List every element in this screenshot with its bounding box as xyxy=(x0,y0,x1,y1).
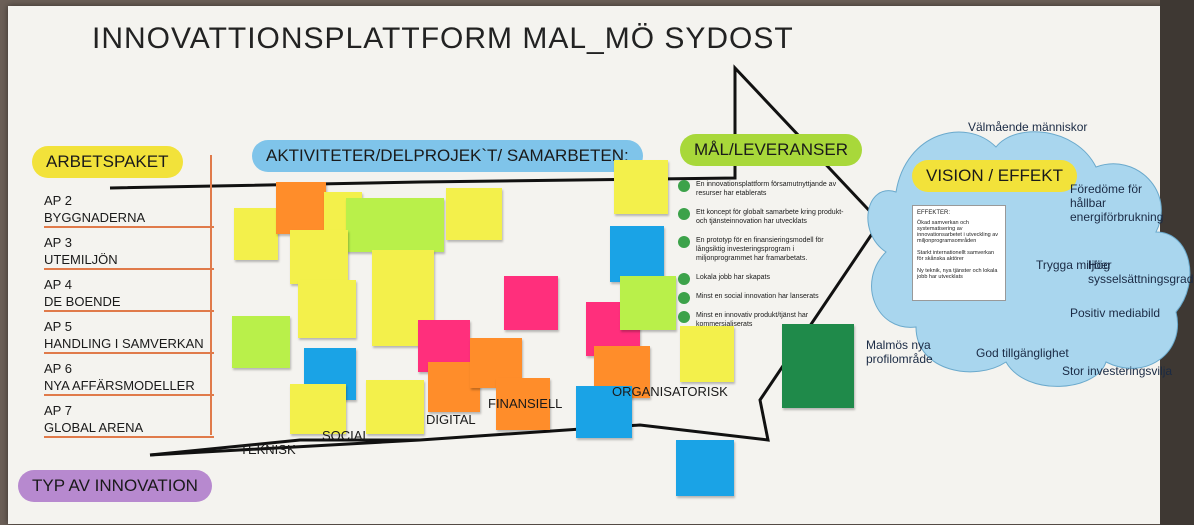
sticky-note xyxy=(232,316,290,368)
sticky-note xyxy=(298,280,356,338)
innovation-type: DIGITAL xyxy=(426,412,476,427)
goal-item: Ett koncept för globalt samarbete kring … xyxy=(678,208,848,226)
sticky-note xyxy=(676,440,734,496)
sticky-note xyxy=(680,326,734,382)
innovation-type: ORGANISATORISK xyxy=(612,384,728,399)
arbetspaket-label: ARBETSPAKET xyxy=(32,146,183,178)
effekter-box: EFFEKTER: Ökad samverkan och systematise… xyxy=(912,205,1006,301)
cloud-text: Hög sysselsättningsgrad xyxy=(1088,258,1194,286)
cloud-text: Föredöme för hållbar energiförbrukning xyxy=(1070,182,1164,224)
sticky-note xyxy=(234,208,278,260)
sticky-note xyxy=(496,378,550,430)
sticky-note xyxy=(614,160,668,214)
cloud-text: Välmående människor xyxy=(968,120,1088,134)
sticky-note xyxy=(576,386,632,438)
goal-item: Minst en innovativ produkt/tjänst har ko… xyxy=(678,311,848,329)
cloud-text: Trygga miljöer xyxy=(1036,258,1112,272)
goal-item: En innovationsplattform församutnyttjand… xyxy=(678,180,848,198)
green-dot-icon xyxy=(678,208,690,220)
vision-label: VISION / EFFEKT xyxy=(912,160,1077,192)
cloud-text: Stor investeringsvilja xyxy=(1062,364,1173,378)
green-doc-note xyxy=(782,324,854,408)
innovation-type: SOCIAL xyxy=(322,428,370,443)
page-title: INNOVATTIONSPLATTFORM MAL_MÖ SYDOST xyxy=(92,22,794,55)
typ-label: TYP AV INNOVATION xyxy=(18,470,212,502)
green-dot-icon xyxy=(678,311,690,323)
mal-label: MÅL/LEVERANSER xyxy=(680,134,862,166)
cloud-text: Malmös nya profilområde xyxy=(866,338,933,366)
goal-item: Minst en social innovation har lanserats xyxy=(678,292,848,304)
sticky-note xyxy=(290,384,346,434)
green-dot-icon xyxy=(678,236,690,248)
goal-item: En prototyp för en finansieringsmodell f… xyxy=(678,236,848,263)
aktiviteter-label: AKTIVITETER/DELPROJEK`T/ SAMARBETEN: xyxy=(252,140,643,172)
cloud-text: Positiv mediabild xyxy=(1070,306,1161,320)
sticky-note xyxy=(366,380,424,434)
goals-list: En innovationsplattform församutnyttjand… xyxy=(678,180,848,339)
innovation-type: FINANSIELL xyxy=(488,396,563,411)
divider-line xyxy=(210,155,212,435)
goal-item: Lokala jobb har skapats xyxy=(678,273,848,285)
green-dot-icon xyxy=(678,273,690,285)
innovation-type: TEKNISK xyxy=(240,442,296,457)
green-dot-icon xyxy=(678,180,690,192)
sticky-note xyxy=(276,182,326,234)
green-dot-icon xyxy=(678,292,690,304)
sticky-note xyxy=(446,188,502,240)
sticky-note xyxy=(346,198,444,252)
vision-cloud xyxy=(867,131,1191,387)
sticky-note xyxy=(290,230,348,284)
cloud-text: God tillgänglighet xyxy=(976,346,1069,360)
sticky-note xyxy=(504,276,558,330)
sticky-note xyxy=(620,276,676,330)
sticky-note xyxy=(610,226,664,282)
